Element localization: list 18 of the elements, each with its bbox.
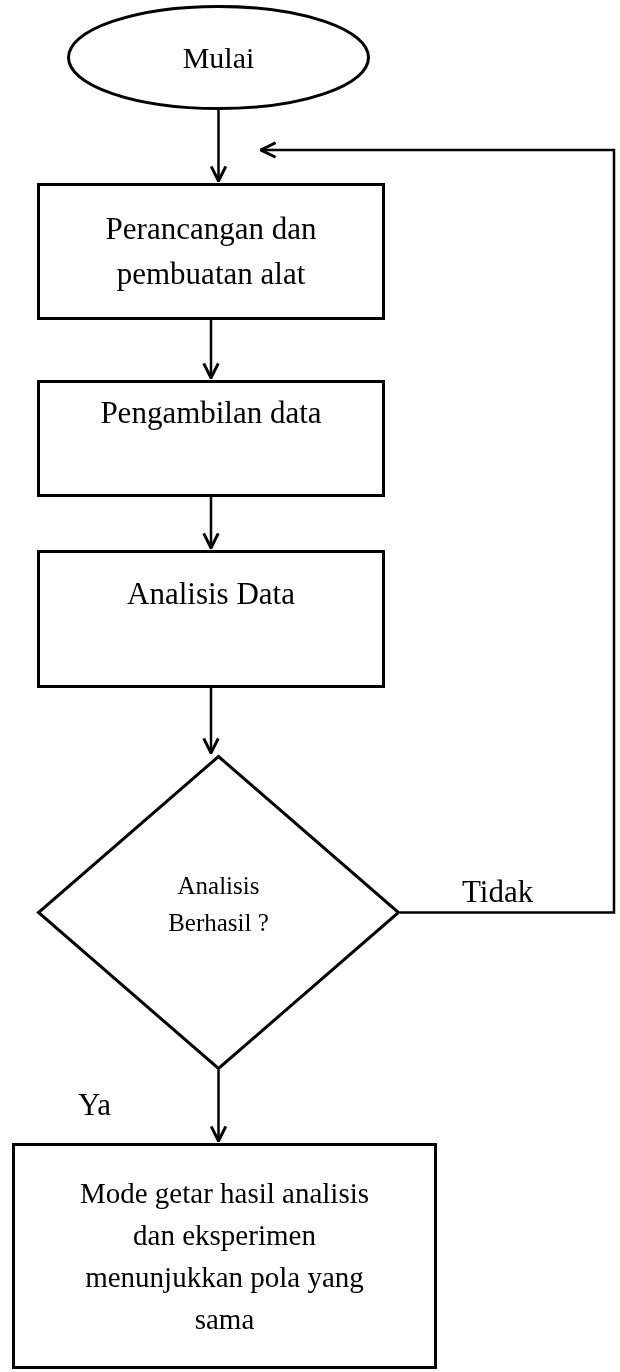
process-box: [37, 380, 385, 497]
node-label: Analisis Data: [127, 574, 295, 613]
process-box: [37, 183, 385, 320]
arrow: [209, 110, 228, 183]
node-label: Mulai: [182, 39, 255, 76]
start-ellipse: [67, 5, 370, 110]
arrow: [202, 497, 220, 550]
arrow: [202, 688, 220, 755]
node-label: Pengambilan data: [100, 394, 322, 433]
decision-diamond: [37, 755, 400, 1070]
arrow: [209, 1070, 228, 1143]
node-label: Mode getar hasil analisis dan eksperimen menunjukkan pola yang sama: [78, 1175, 371, 1338]
node-label: Analisis Berhasil ?: [167, 871, 270, 938]
node-label: Perancangan dan pembuatan alat: [104, 209, 318, 293]
arrow: [259, 141, 616, 914]
process-box: [12, 1143, 437, 1369]
process-box: [37, 550, 385, 688]
arrow: [202, 320, 220, 380]
